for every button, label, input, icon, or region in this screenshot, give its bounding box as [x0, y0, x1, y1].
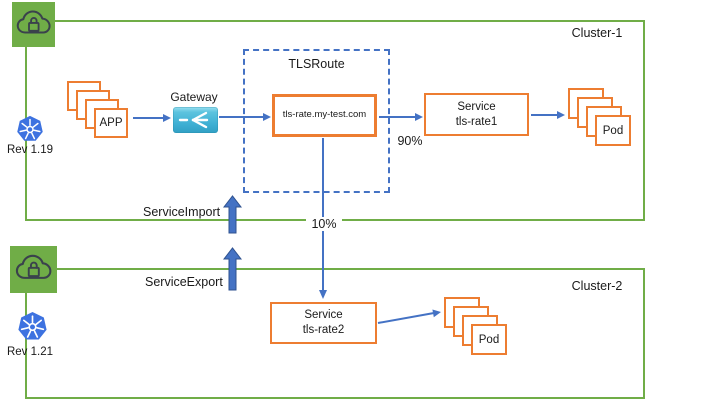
cluster-2-revision: Rev 1.21	[6, 346, 54, 358]
service-tls-rate2-box: Service tls-rate2	[270, 302, 377, 344]
cloud-lock-icon	[12, 2, 55, 47]
service-import-label: ServiceImport	[143, 205, 221, 219]
weight-10-label: 10%	[306, 217, 342, 231]
app-stack: APP	[67, 81, 128, 138]
service-tls-rate1-box: Service tls-rate1	[424, 93, 529, 136]
cluster-2-label: Cluster-2	[571, 279, 623, 293]
tlsroute-group	[243, 49, 390, 193]
kubernetes-icon	[17, 311, 48, 342]
cloud-lock-icon	[10, 246, 57, 293]
pod1-label: Pod	[602, 124, 624, 137]
hostname-text: tls-rate.my-test.com	[282, 109, 367, 121]
gateway-icon	[173, 107, 218, 133]
kubernetes-icon	[16, 115, 44, 143]
pod-card-front: Pod	[471, 324, 507, 355]
app-label: APP	[99, 117, 123, 129]
hostname-box: tls-rate.my-test.com	[272, 94, 377, 137]
weight-90-label: 90%	[397, 134, 423, 148]
service2-name: tls-rate2	[302, 324, 345, 336]
pod2-label: Pod	[478, 333, 500, 346]
service2-kind: Service	[304, 309, 343, 322]
service-export-label: ServiceExport	[145, 275, 223, 289]
pod-stack-cluster1: Pod	[568, 88, 631, 146]
cluster-1-revision: Rev 1.19	[6, 144, 54, 156]
pod-stack-cluster2: Pod	[444, 297, 507, 355]
gateway-label: Gateway	[170, 90, 218, 104]
cluster-1-label: Cluster-1	[571, 26, 623, 40]
pod-card-front: Pod	[595, 115, 631, 146]
service1-name: tls-rate1	[455, 115, 498, 128]
service1-kind: Service	[457, 100, 496, 113]
app-card-front: APP	[94, 108, 128, 138]
tlsroute-label: TLSRoute	[288, 57, 345, 71]
